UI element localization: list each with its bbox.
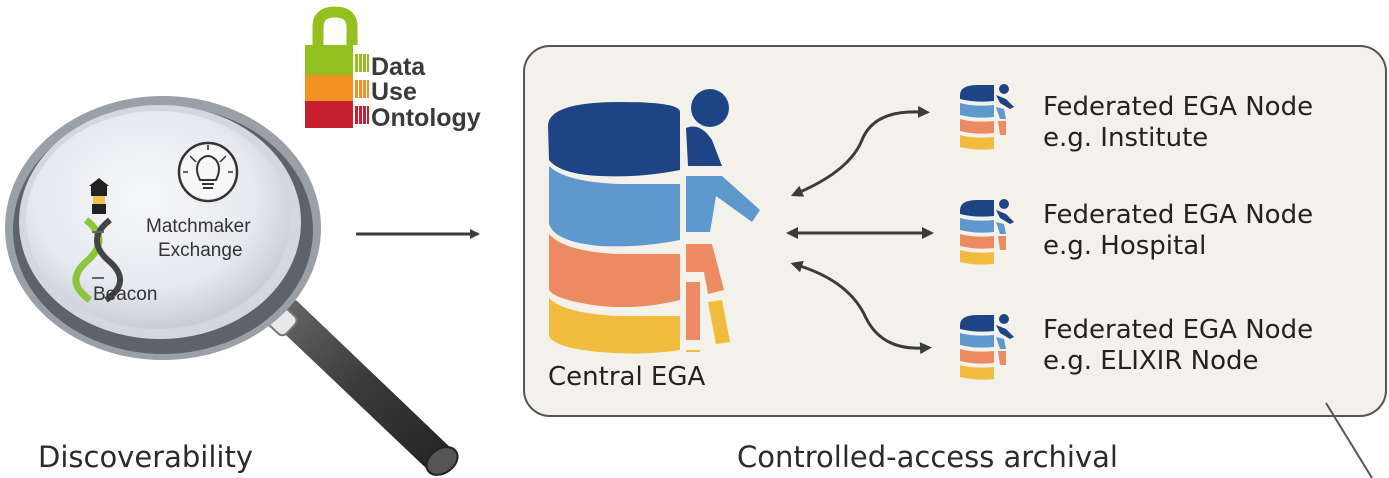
node-title: Federated EGA Node — [1043, 200, 1314, 230]
arrow-icon — [790, 105, 930, 197]
magnifier-icon — [5, 96, 459, 476]
node-title: Federated EGA Node — [1043, 315, 1314, 345]
database-person-icon — [960, 199, 1014, 265]
duo-label-use: Use — [371, 78, 417, 106]
duo-label-ontology: Ontology — [371, 104, 481, 132]
node-1-label: Federated EGA Node e.g. Institute — [1043, 92, 1313, 154]
discoverability-caption: Discoverability — [38, 440, 253, 474]
beacon-label: Beacon — [93, 284, 158, 305]
central-ega-label: Central EGA — [548, 362, 706, 392]
archive-panel — [523, 45, 1387, 417]
lighthouse-icon — [72, 178, 123, 303]
archival-caption: Controlled-access archival — [737, 440, 1118, 474]
node-example: e.g. Hospital — [1043, 231, 1207, 261]
lock-icon — [305, 6, 369, 128]
lightbulb-icon — [177, 141, 239, 203]
matchmaker-label-line2: Exchange — [158, 240, 243, 261]
node-2-label: Federated EGA Node e.g. Hospital — [1043, 200, 1313, 262]
database-person-icon — [960, 314, 1014, 380]
node-3-label: Federated EGA Node e.g. ELIXIR Node — [1043, 315, 1313, 377]
matchmaker-label-line1: Matchmaker — [146, 216, 251, 237]
arrow-icon — [790, 260, 932, 355]
node-example: e.g. ELIXIR Node — [1043, 346, 1259, 376]
node-title: Federated EGA Node — [1043, 92, 1314, 122]
duo-label-data: Data — [371, 53, 426, 81]
database-person-icon — [548, 89, 760, 354]
database-person-icon — [960, 84, 1014, 150]
node-example: e.g. Institute — [1043, 123, 1209, 153]
